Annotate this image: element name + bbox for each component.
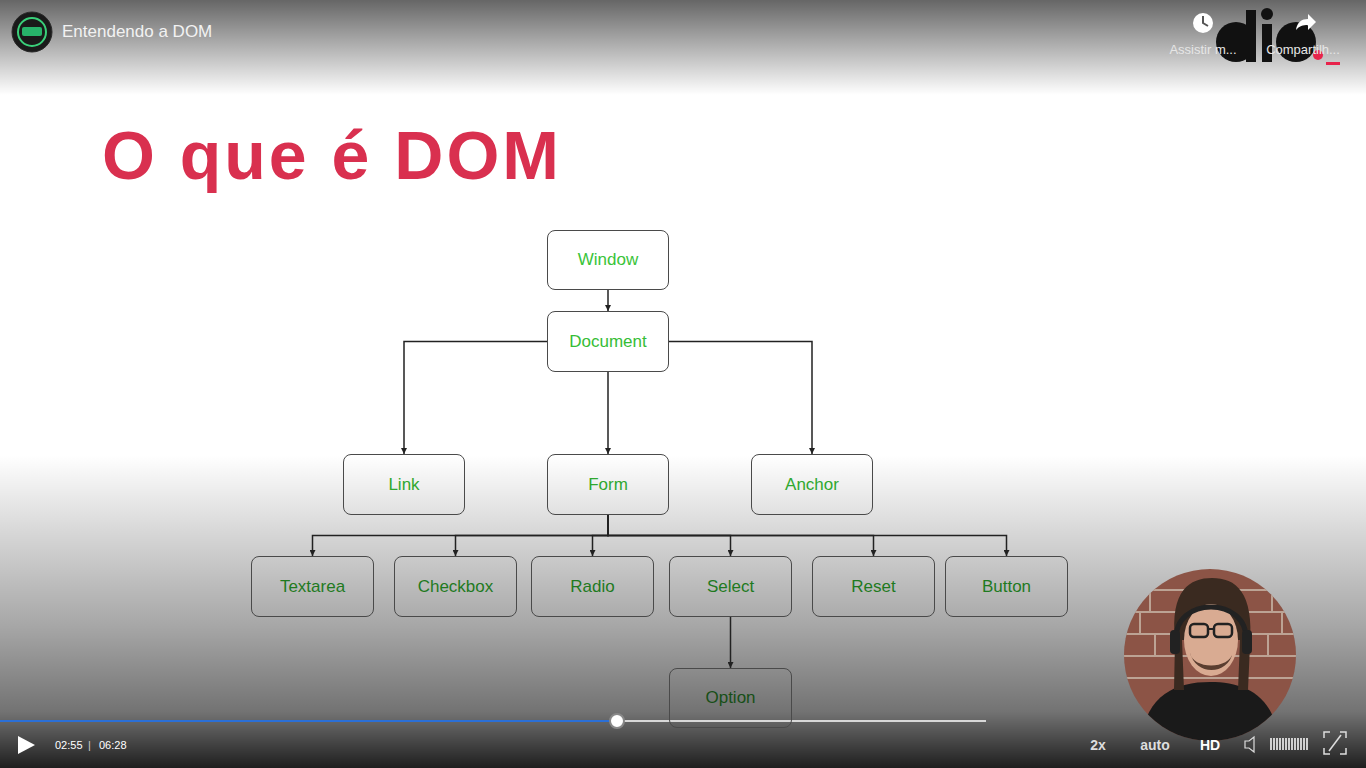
dom-node-box: Textarea bbox=[251, 556, 374, 617]
connector-arrow bbox=[404, 342, 547, 455]
connector-arrow bbox=[607, 372, 609, 454]
dom-node-box: Document bbox=[547, 311, 669, 372]
dom-node-box: Select bbox=[669, 556, 792, 617]
connector-arrow bbox=[593, 515, 609, 556]
dom-node-box: Option bbox=[669, 668, 792, 728]
share-label: Compartilh... bbox=[1266, 42, 1340, 57]
dom-node-box: Radio bbox=[531, 556, 654, 617]
node-label: Anchor bbox=[785, 475, 839, 495]
time-separator: | bbox=[88, 739, 91, 751]
node-label: Option bbox=[705, 688, 755, 708]
node-label: Link bbox=[388, 475, 419, 495]
quality-auto: auto bbox=[1140, 737, 1170, 753]
node-label: Reset bbox=[851, 577, 895, 597]
dom-node-box: Link bbox=[343, 454, 465, 515]
watch-later-label: Assistir m... bbox=[1169, 42, 1236, 57]
video-title: Entendendo a DOM bbox=[62, 22, 212, 42]
node-label: Select bbox=[707, 577, 754, 597]
total-time: 06:28 bbox=[99, 739, 127, 751]
hd-badge: HD bbox=[1200, 737, 1220, 753]
dom-node-box: Form bbox=[547, 454, 669, 515]
connector-arrow bbox=[313, 515, 609, 556]
connector-arrow bbox=[608, 515, 1007, 556]
node-label: Document bbox=[569, 332, 646, 352]
connector-arrow bbox=[607, 290, 609, 311]
node-label: Form bbox=[588, 475, 628, 495]
dom-node-box: Window bbox=[547, 230, 669, 290]
connector-arrow bbox=[456, 515, 609, 556]
slide-title: O que é DOM bbox=[102, 116, 562, 194]
dom-node-box: Reset bbox=[812, 556, 935, 617]
node-label: Checkbox bbox=[418, 577, 494, 597]
node-label: Textarea bbox=[280, 577, 345, 597]
connector-arrow bbox=[730, 617, 732, 668]
dom-node-box: Button bbox=[945, 556, 1068, 617]
current-time: 02:55 bbox=[55, 739, 83, 751]
connector-arrow bbox=[669, 342, 812, 455]
dom-node-box: Anchor bbox=[751, 454, 873, 515]
speed-setting: 2x bbox=[1090, 737, 1106, 753]
dom-node-box: Checkbox bbox=[394, 556, 517, 617]
node-label: Radio bbox=[570, 577, 614, 597]
node-label: Button bbox=[982, 577, 1031, 597]
node-label: Window bbox=[578, 250, 638, 270]
